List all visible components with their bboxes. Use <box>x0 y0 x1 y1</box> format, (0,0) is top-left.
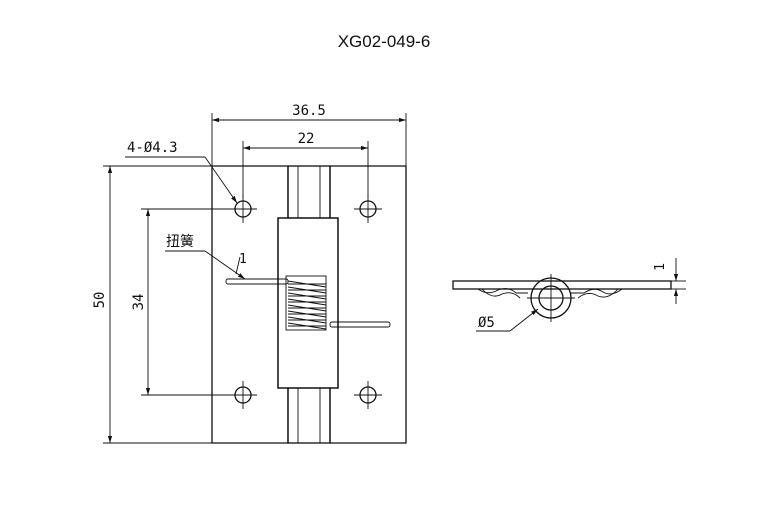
barrel-diameter-callout: Ø5 <box>476 308 539 332</box>
middle-knuckle <box>277 217 339 389</box>
spring-callout: 扭簧 <box>165 234 246 280</box>
dimension-hole-spacing-horizontal: 22 <box>242 131 369 198</box>
spring-thickness-callout: 1 <box>235 252 247 275</box>
bottom-knuckle <box>287 387 331 444</box>
drawing-title: XG02-049-6 <box>338 32 431 51</box>
mounting-hole <box>354 381 382 409</box>
dimension-overall-width: 36.5 <box>211 103 407 166</box>
holes-callout: 4-Ø4.3 <box>125 140 238 204</box>
spring-thickness-label: 1 <box>239 252 247 267</box>
hole-spacing-horizontal-label: 22 <box>298 131 315 147</box>
side-thickness-label: 1 <box>653 263 668 271</box>
hole-spacing-vertical-label: 34 <box>131 294 147 311</box>
holes-label: 4-Ø4.3 <box>127 140 178 156</box>
torsion-spring <box>225 275 391 331</box>
spring-label: 扭簧 <box>166 234 194 250</box>
left-leaf <box>211 165 289 444</box>
dimension-overall-height: 50 <box>92 165 212 444</box>
side-plate <box>452 280 672 290</box>
mounting-hole <box>354 195 382 223</box>
dimension-hole-spacing-vertical: 34 <box>131 208 243 396</box>
overall-height-label: 50 <box>92 292 108 309</box>
top-knuckle <box>287 165 331 219</box>
barrel-diameter-label: Ø5 <box>478 315 495 331</box>
hinge-side-view <box>452 274 672 322</box>
dimension-side-thickness: 1 <box>653 258 686 304</box>
overall-width-label: 36.5 <box>292 103 326 119</box>
hinge-front-view <box>211 165 407 444</box>
